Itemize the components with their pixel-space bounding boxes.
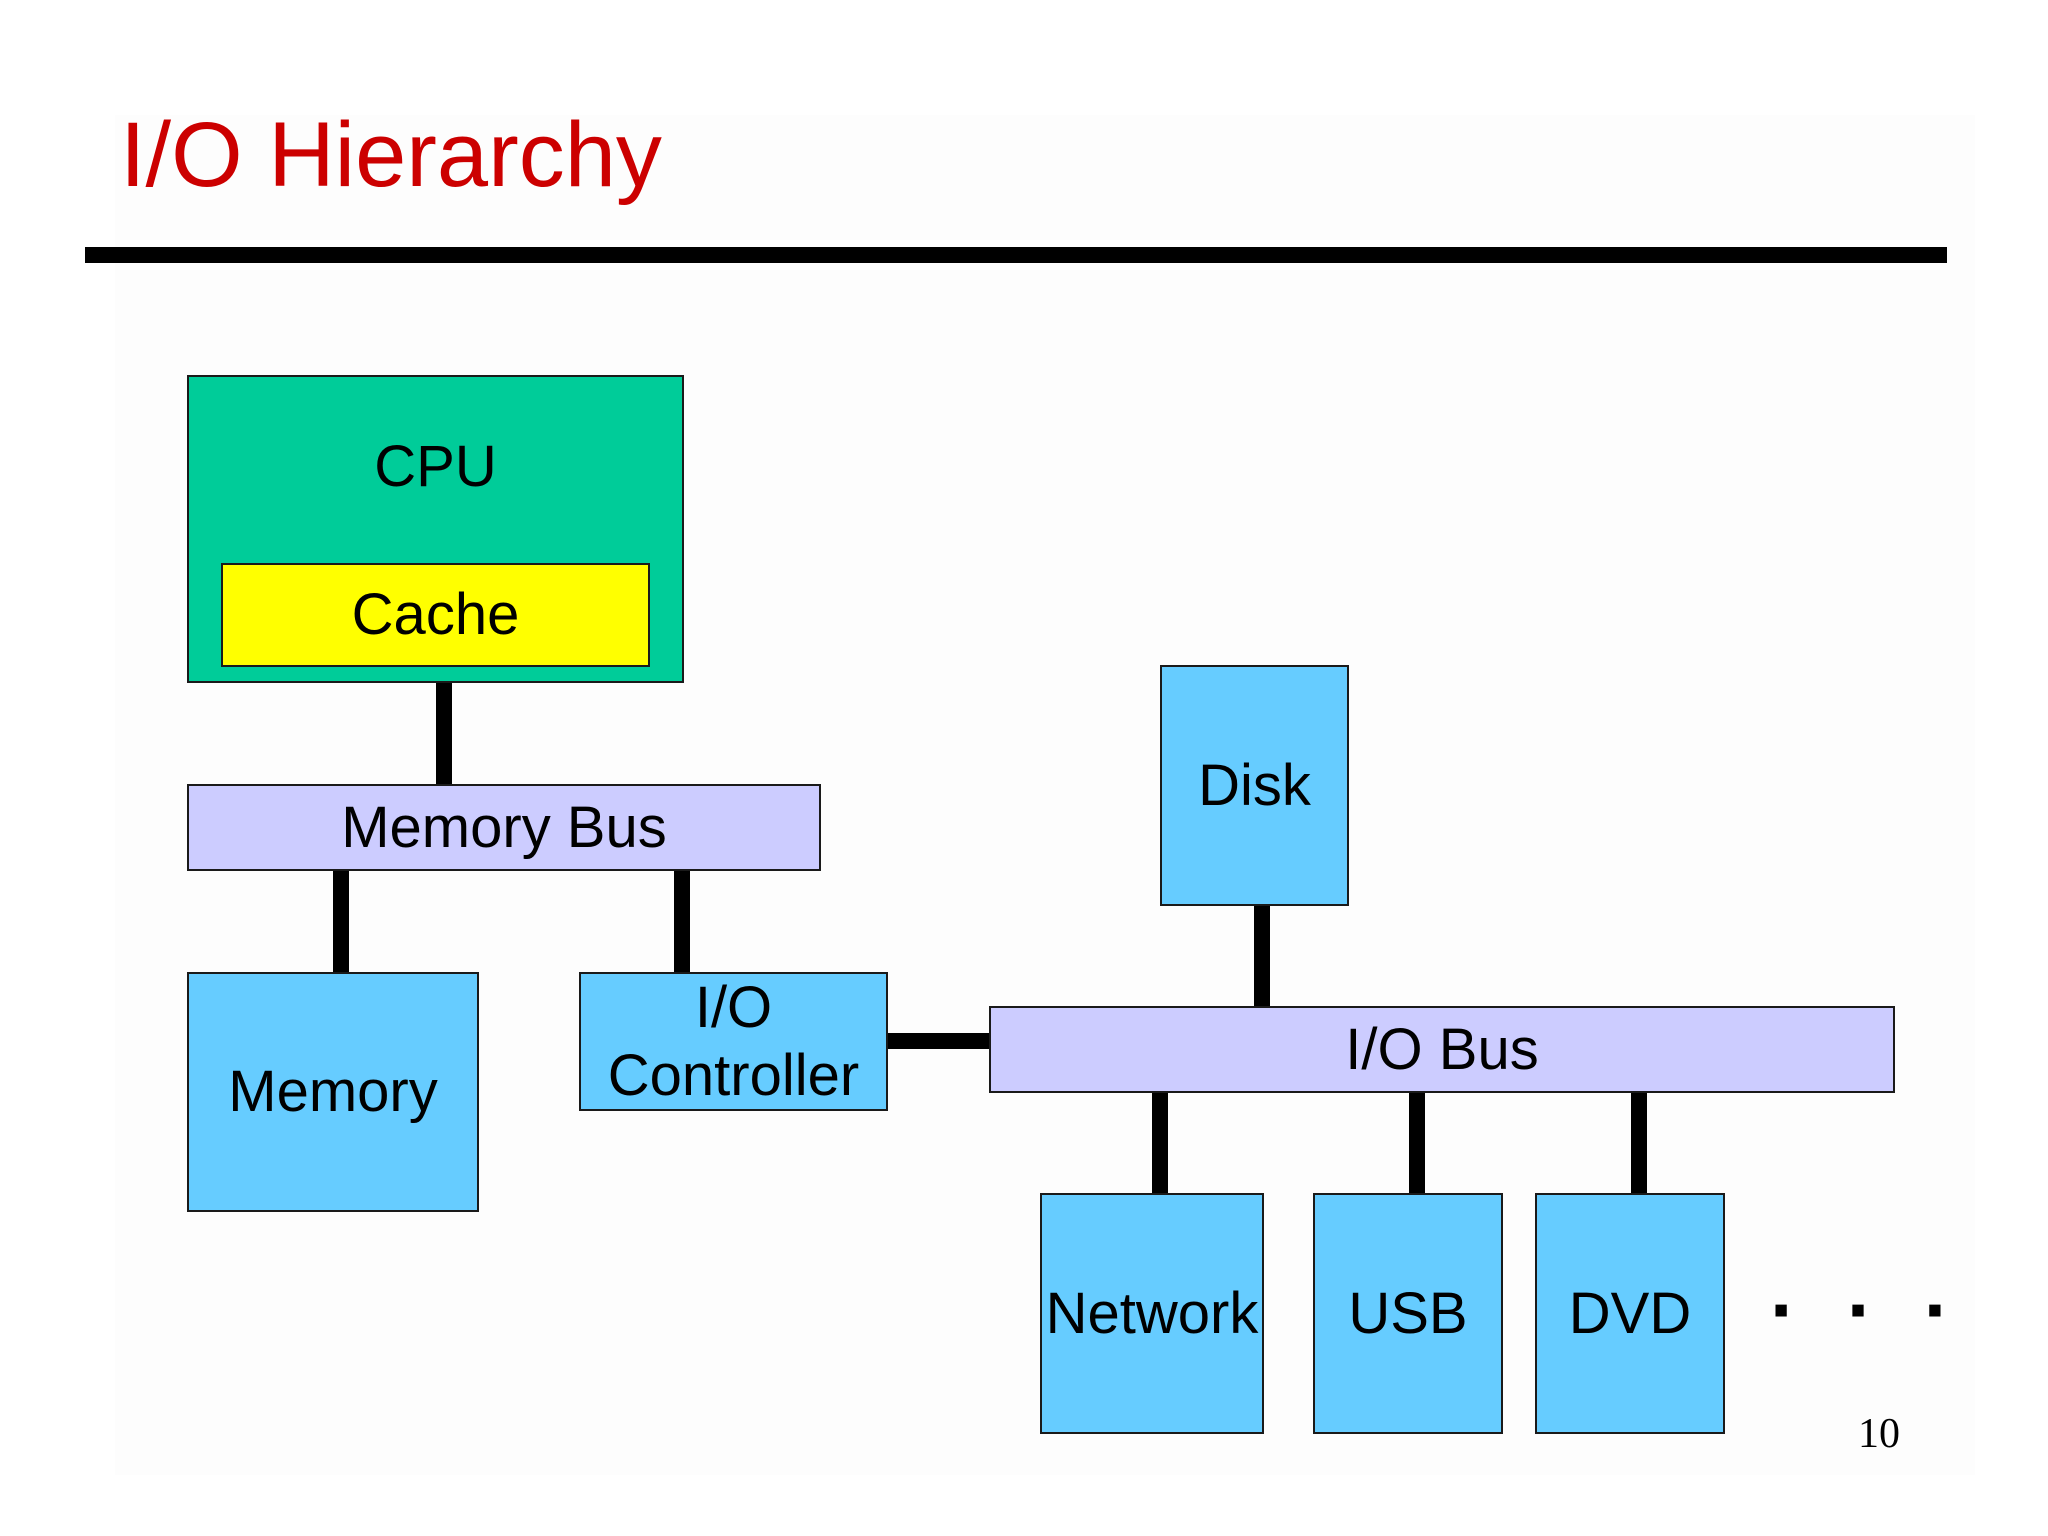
wire-membus-iocontroller xyxy=(674,868,690,976)
memory-box: Memory xyxy=(187,972,479,1212)
io-controller-box: I/O Controller xyxy=(579,972,888,1111)
title-divider xyxy=(85,247,1947,263)
wire-iobus-usb xyxy=(1409,1090,1425,1196)
wire-cpu-membus xyxy=(436,680,452,788)
page-number: 10 xyxy=(1858,1411,1900,1457)
usb-box: USB xyxy=(1313,1193,1503,1434)
io-controller-label-line1: I/O xyxy=(694,974,773,1040)
wire-membus-memory xyxy=(333,868,349,976)
cpu-label: CPU xyxy=(374,434,497,499)
dvd-box: DVD xyxy=(1535,1193,1725,1434)
slide-title: I/O Hierarchy xyxy=(120,104,662,206)
memory-bus: Memory Bus xyxy=(187,784,821,871)
network-box: Network xyxy=(1040,1193,1264,1434)
wire-iobus-dvd xyxy=(1631,1090,1647,1196)
disk-box: Disk xyxy=(1160,665,1349,906)
wire-iobus-network xyxy=(1152,1090,1168,1196)
wire-iocontroller-iobus xyxy=(886,1033,992,1049)
cache-box: Cache xyxy=(221,563,650,667)
wire-disk-iobus xyxy=(1254,903,1270,1009)
io-bus: I/O Bus xyxy=(989,1006,1895,1093)
more-devices-ellipsis: · · · xyxy=(1770,1265,1965,1354)
io-controller-label-line2: Controller xyxy=(607,1042,860,1108)
